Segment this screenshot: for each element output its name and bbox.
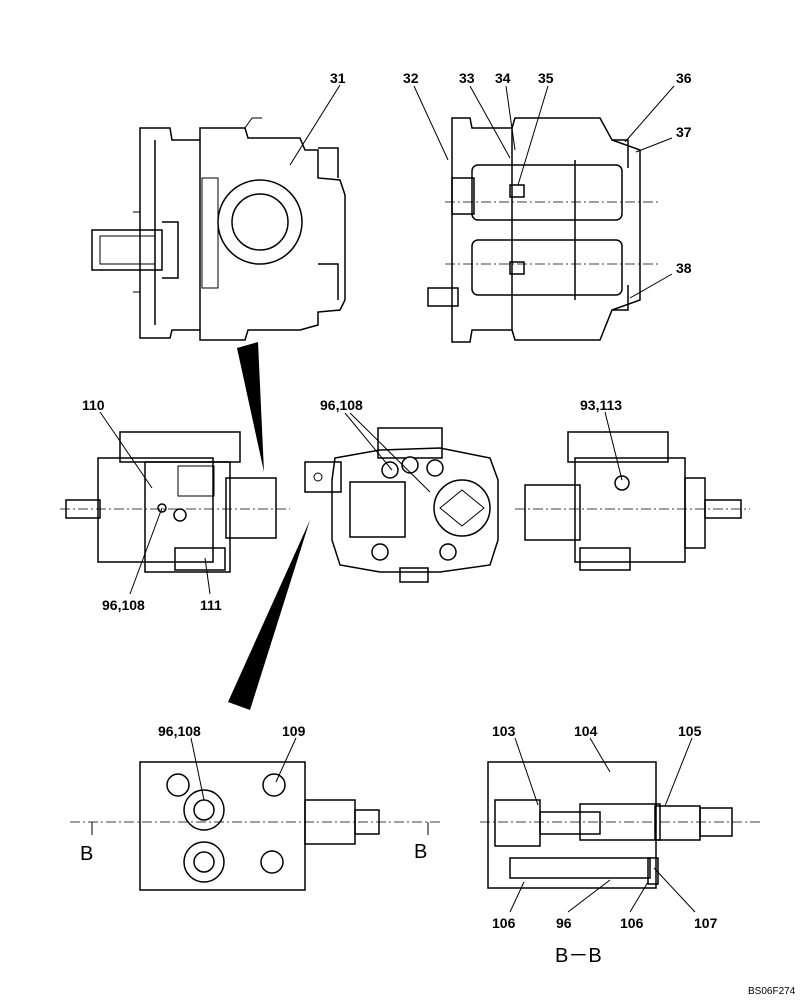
pointer-wedge-upper [237,342,264,472]
bottom-right-section-view [480,761,760,889]
callout-96-108-detail: 96,108 [158,723,201,739]
leader-lines [99,84,696,913]
top-left-pump-side-view [91,117,346,341]
callout-111: 111 [200,597,222,613]
callout-labels: 31 32 33 34 35 36 37 38 110 96,108 111 9… [82,70,718,931]
callout-31: 31 [330,70,346,86]
section-mark-right: B [414,841,427,863]
callout-103: 103 [492,723,516,739]
callout-34: 34 [495,70,511,86]
callout-106-left: 106 [492,915,516,931]
middle-center-pump-front-view [304,427,499,583]
callout-105: 105 [678,723,702,739]
callout-96-108-left: 96,108 [102,597,145,613]
callout-36: 36 [676,70,692,86]
section-title: B－B [555,945,602,967]
callout-32: 32 [403,70,419,86]
callout-107: 107 [694,915,718,931]
middle-right-pump-view [515,431,750,571]
callout-96-108-center: 96,108 [320,397,363,413]
callout-35: 35 [538,70,554,86]
middle-left-pump-view [60,431,290,573]
callout-37: 37 [676,124,692,140]
callout-33: 33 [459,70,475,86]
pointer-wedge-lower [228,520,310,710]
bottom-left-valve-block-detail [70,761,440,891]
section-mark-left: B [80,843,93,865]
top-right-pump-section-view [427,117,660,343]
callout-106-right: 106 [620,915,644,931]
callout-38: 38 [676,260,692,276]
callout-96: 96 [556,915,572,931]
callout-104: 104 [574,723,598,739]
callout-110: 110 [82,397,105,413]
callout-93-113: 93,113 [580,397,622,413]
callout-109: 109 [282,723,306,739]
reference-code: BS06F274 [748,986,796,997]
